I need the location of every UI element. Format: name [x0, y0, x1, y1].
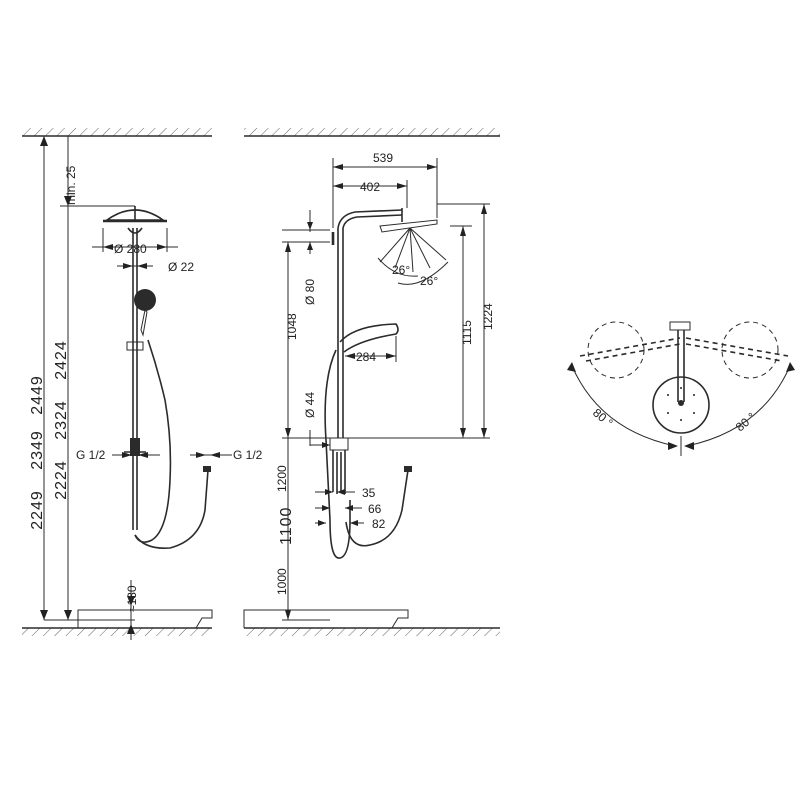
ceiling-right — [244, 128, 500, 137]
label-539: 539 — [373, 151, 393, 165]
label-1048: 1048 — [285, 313, 299, 340]
side-view-shower — [324, 208, 449, 559]
label-2324: 2324 — [53, 400, 70, 440]
label-1100: 1100 — [278, 507, 295, 545]
nozzle-dots — [667, 387, 695, 421]
side-view-dimensions — [282, 158, 490, 621]
front-view-dimensions — [40, 136, 232, 640]
label-66: 66 — [368, 502, 382, 516]
label-approx130: ≈130 — [125, 585, 139, 612]
label-26a: 26° — [392, 263, 410, 277]
label-82: 82 — [372, 517, 386, 531]
label-402: 402 — [360, 180, 380, 194]
label-d22: Ø 22 — [168, 260, 194, 274]
label-284: 284 — [356, 350, 376, 364]
label-2224: 2224 — [53, 460, 70, 500]
label-80-right: 80 ° — [733, 410, 759, 435]
label-1115: 1115 — [460, 320, 474, 345]
front-view-shower — [103, 206, 211, 550]
spray-lines — [377, 227, 449, 285]
label-2349: 2349 — [29, 430, 46, 470]
label-1224: 1224 — [481, 303, 495, 330]
label-d44: Ø 44 — [303, 392, 317, 418]
label-35: 35 — [362, 486, 376, 500]
label-d280: Ø 280 — [114, 242, 147, 256]
label-min25: min. 25 — [64, 165, 78, 205]
label-1000: 1000 — [275, 568, 289, 595]
label-g12-right: G 1/2 — [233, 448, 263, 462]
floor-left — [22, 609, 213, 636]
label-80-left: 80 ° — [590, 406, 616, 431]
label-g12-left: G 1/2 — [76, 448, 106, 462]
label-d80: Ø 80 — [303, 279, 317, 305]
label-2449: 2449 — [29, 375, 46, 415]
ceiling-left — [22, 128, 212, 137]
label-2249: 2249 — [29, 490, 46, 530]
top-view-rotation — [567, 321, 795, 456]
label-2424: 2424 — [53, 340, 70, 380]
label-1200: 1200 — [275, 465, 289, 492]
label-26b: 26° — [420, 274, 438, 288]
floor-right — [243, 609, 500, 636]
